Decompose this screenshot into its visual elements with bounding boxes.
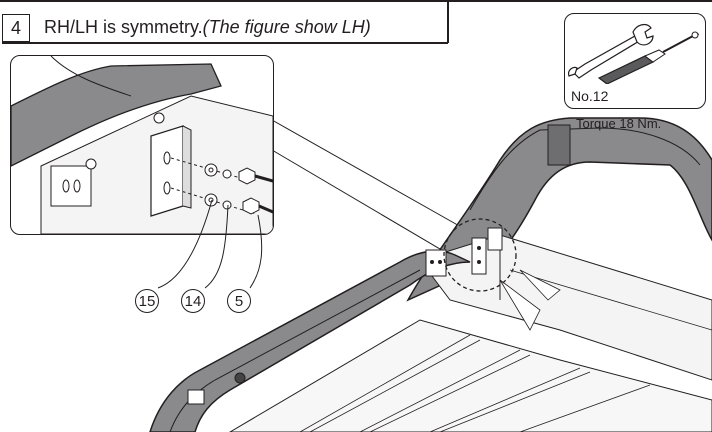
spring-washer-upper bbox=[222, 169, 232, 179]
step-number: 4 bbox=[2, 14, 30, 42]
spring-washer-lower bbox=[222, 200, 232, 210]
detail-inset bbox=[10, 55, 274, 235]
tool-box: No.12 bbox=[564, 13, 706, 109]
corner-plate bbox=[425, 249, 447, 277]
bolt-head-upper bbox=[238, 167, 256, 185]
zoom-leader-top bbox=[271, 119, 471, 233]
callout-14: 14 bbox=[181, 289, 205, 313]
top-rule bbox=[0, 0, 712, 2]
rail-joint bbox=[547, 124, 571, 166]
zoom-leader-bottom bbox=[271, 149, 463, 263]
leader-15 bbox=[157, 199, 213, 289]
detail-illustration bbox=[11, 56, 273, 234]
detail-rail bbox=[11, 63, 222, 167]
leader-5 bbox=[249, 214, 263, 289]
callout-15: 15 bbox=[135, 289, 159, 313]
wrench-icon bbox=[568, 23, 654, 79]
detail-side-plate bbox=[50, 165, 92, 207]
bolt-head-lower bbox=[242, 197, 260, 215]
header-underline bbox=[2, 42, 448, 44]
mounting-bracket bbox=[471, 237, 487, 275]
rail-bolt bbox=[234, 372, 246, 384]
zoom-circle bbox=[443, 218, 517, 292]
torque-spec: Torque 18 Nm. bbox=[576, 116, 662, 131]
callout-5: 5 bbox=[227, 289, 251, 313]
header-divider bbox=[447, 2, 449, 43]
bed-floor bbox=[229, 319, 712, 432]
step-text: RH/LH is symmetry. bbox=[44, 17, 203, 37]
rail-tie-down bbox=[187, 389, 205, 405]
leader-14 bbox=[204, 204, 229, 289]
side-bed-rail bbox=[149, 250, 471, 432]
screwdriver-icon bbox=[597, 31, 700, 84]
step-instruction: RH/LH is symmetry.(The figure show LH) bbox=[44, 14, 371, 40]
tool-illustration bbox=[568, 23, 700, 84]
tool-number: No.12 bbox=[571, 88, 609, 104]
step-note: (The figure show LH) bbox=[202, 17, 371, 37]
